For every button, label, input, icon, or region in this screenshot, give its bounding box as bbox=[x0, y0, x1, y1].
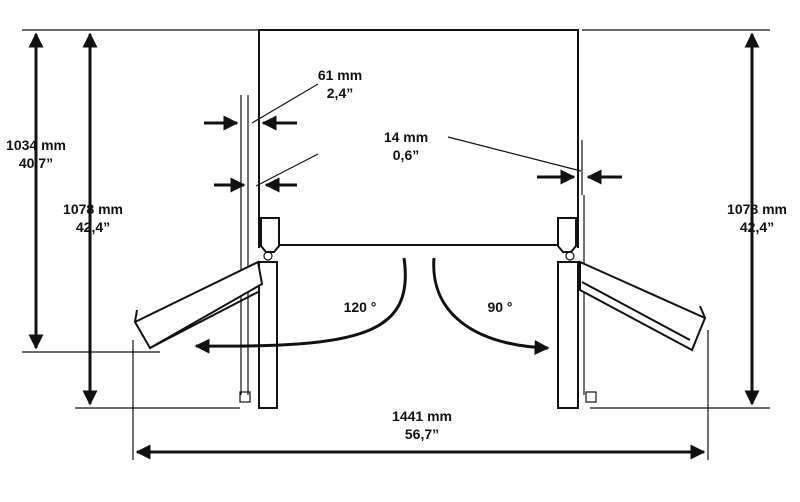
total-width-mm: 1441 mm bbox=[392, 408, 452, 424]
left-outer-height-mm: 1034 mm bbox=[6, 137, 66, 153]
left-angle-label: 120 ° bbox=[344, 299, 377, 315]
gap-left-mm: 61 mm bbox=[318, 67, 362, 83]
total-width-inch: 56,7” bbox=[405, 426, 439, 442]
right-angle-label: 90 ° bbox=[487, 299, 512, 315]
vertical-dimension-arrows bbox=[28, 32, 760, 406]
left-inner-height-inch: 42,4” bbox=[76, 219, 110, 235]
left-door bbox=[133, 217, 280, 409]
gap-left-inch: 2,4” bbox=[327, 85, 353, 101]
gap-right-arrows bbox=[447, 136, 622, 185]
gap-left-arrows bbox=[204, 83, 319, 193]
right-door bbox=[557, 217, 707, 409]
left-inner-height-mm: 1078 mm bbox=[63, 201, 123, 217]
gap-right-mm: 14 mm bbox=[384, 129, 428, 145]
left-outer-height-inch: 40,7” bbox=[19, 155, 53, 171]
angle-arcs bbox=[194, 257, 550, 355]
gap-right-inch: 0,6” bbox=[393, 147, 419, 163]
right-height-mm: 1078 mm bbox=[727, 201, 787, 217]
cabinet-body bbox=[258, 29, 579, 248]
right-height-inch: 42,4” bbox=[740, 219, 774, 235]
